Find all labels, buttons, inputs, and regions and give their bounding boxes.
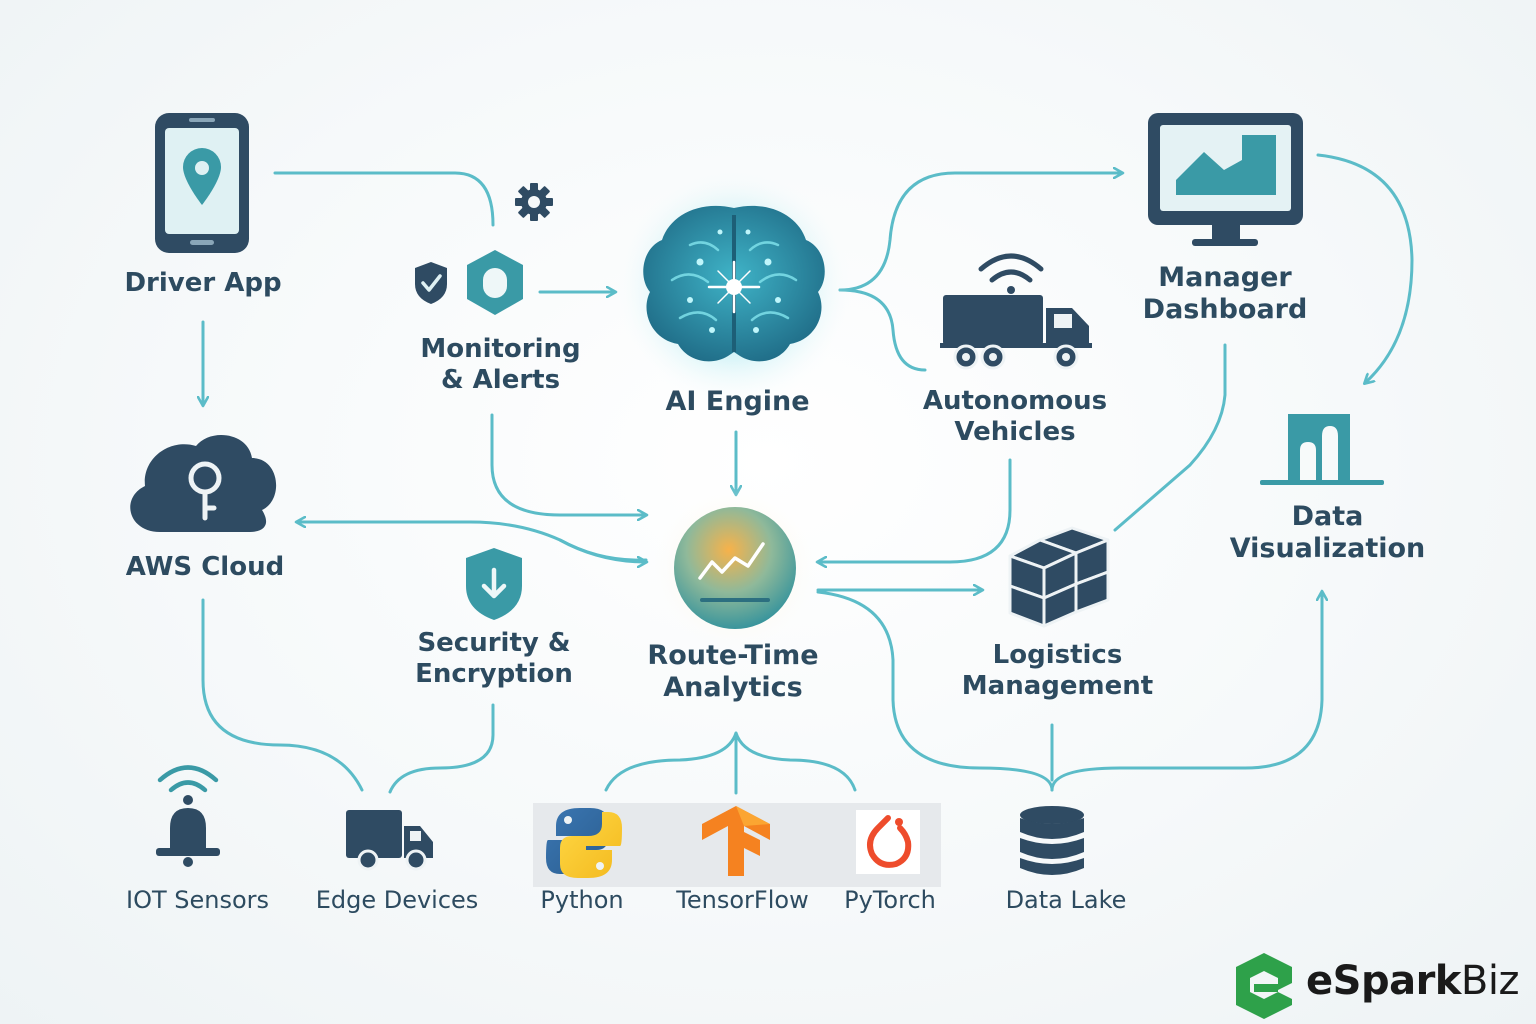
autonomous-line2: Vehicles (954, 416, 1076, 447)
esparkbiz-logo-mark (1236, 953, 1292, 1019)
pytorch-text: PyTorch (844, 886, 936, 914)
logistics-line1: Logistics (992, 640, 1123, 670)
monitoring-line1: Monitoring (420, 334, 581, 364)
driver-app-text: Driver App (124, 268, 282, 298)
python-label: Python (527, 886, 637, 914)
iot-sensor-icon (156, 765, 220, 867)
security-line2: Encryption (415, 658, 573, 689)
brand-biz: Biz (1460, 958, 1520, 1004)
iot-sensors-label: IOT Sensors (110, 886, 285, 914)
wifi-icon (978, 253, 1044, 294)
esparkbiz-brand: eSparkBiz (1228, 950, 1533, 1020)
monitoring-line2: & Alerts (440, 364, 561, 395)
brain-icon (614, 167, 854, 407)
dataviz-line2: Visualization (1229, 532, 1426, 564)
pytorch-label: PyTorch (834, 886, 946, 914)
database-icon (1020, 806, 1084, 875)
manager-line2: Dashboard (1142, 293, 1308, 325)
autonomous-line1: Autonomous (922, 386, 1108, 416)
security-label: Security & Encryption (404, 628, 584, 689)
python-text: Python (540, 886, 624, 914)
hexagon-alert-icon (467, 250, 523, 315)
cubes-icon (1008, 526, 1110, 628)
driver-app-label: Driver App (118, 268, 288, 299)
connector-security-to-edge (388, 703, 495, 794)
connector-ai-to-autonomous (838, 288, 927, 372)
connector-aws-to-edge (201, 598, 364, 792)
tensorflow-label: TensorFlow (665, 886, 820, 914)
autonomous-label: Autonomous Vehicles (915, 386, 1115, 447)
shield-check-icon (415, 262, 447, 304)
manager-line1: Manager (1158, 262, 1292, 293)
ai-engine-text: AI Engine (665, 386, 810, 417)
connector-manager-to-logistics (1113, 343, 1227, 532)
tensorflow-logo-icon (702, 806, 770, 876)
phone-icon (155, 113, 249, 253)
analytics-orb-icon (650, 483, 820, 653)
aws-cloud-text: AWS Cloud (125, 552, 285, 582)
brand-spark: Spark (1332, 958, 1462, 1004)
logistics-label: Logistics Management (950, 640, 1165, 701)
security-shield-icon (466, 548, 522, 620)
connectors (201, 153, 1414, 795)
cloud-icon (130, 434, 277, 532)
python-logo-icon (546, 808, 622, 878)
tensorflow-text: TensorFlow (676, 886, 809, 914)
aws-cloud-label: AWS Cloud (115, 552, 295, 583)
edge-truck-icon (346, 810, 433, 871)
iot-sensors-text: IOT Sensors (125, 886, 270, 914)
bar-chart-icon (1260, 414, 1384, 485)
security-line1: Security & (417, 628, 571, 658)
gear-icon (515, 183, 553, 221)
autonomous-truck-icon (940, 295, 1092, 370)
route-time-line2: Analytics (663, 671, 803, 703)
connector-autonomous-to-route (818, 458, 1012, 562)
data-lake-label: Data Lake (990, 886, 1142, 914)
manager-dashboard-label: Manager Dashboard (1130, 262, 1320, 326)
ai-engine-label: AI Engine (650, 386, 825, 418)
connector-route-to-datalake (816, 590, 1054, 792)
connector-monitoring-to-route (490, 413, 646, 515)
monitoring-label: Monitoring & Alerts (408, 334, 593, 395)
logistics-line2: Management (961, 670, 1154, 701)
connector-aws-to-route (558, 538, 646, 562)
dataviz-line1: Data (1291, 501, 1364, 532)
brand-wordmark: eSparkBiz (1306, 958, 1519, 1004)
pytorch-logo-icon (856, 810, 920, 874)
connector-driver-to-monitoring (273, 171, 495, 227)
connector-route-to-techstack (604, 731, 857, 795)
connector-manager-to-dataviz (1316, 153, 1414, 383)
route-time-label: Route-Time Analytics (633, 640, 833, 704)
connector-datalake-to-dataviz (1050, 592, 1322, 792)
route-time-line1: Route-Time (647, 640, 819, 671)
monitor-chart-icon (1148, 113, 1303, 246)
data-lake-text: Data Lake (1005, 886, 1127, 914)
connector-ai-to-manager (838, 173, 1122, 292)
edge-devices-text: Edge Devices (315, 886, 479, 914)
data-visualization-label: Data Visualization (1220, 501, 1435, 565)
edge-devices-label: Edge Devices (302, 886, 492, 914)
brand-e: e (1306, 958, 1333, 1004)
